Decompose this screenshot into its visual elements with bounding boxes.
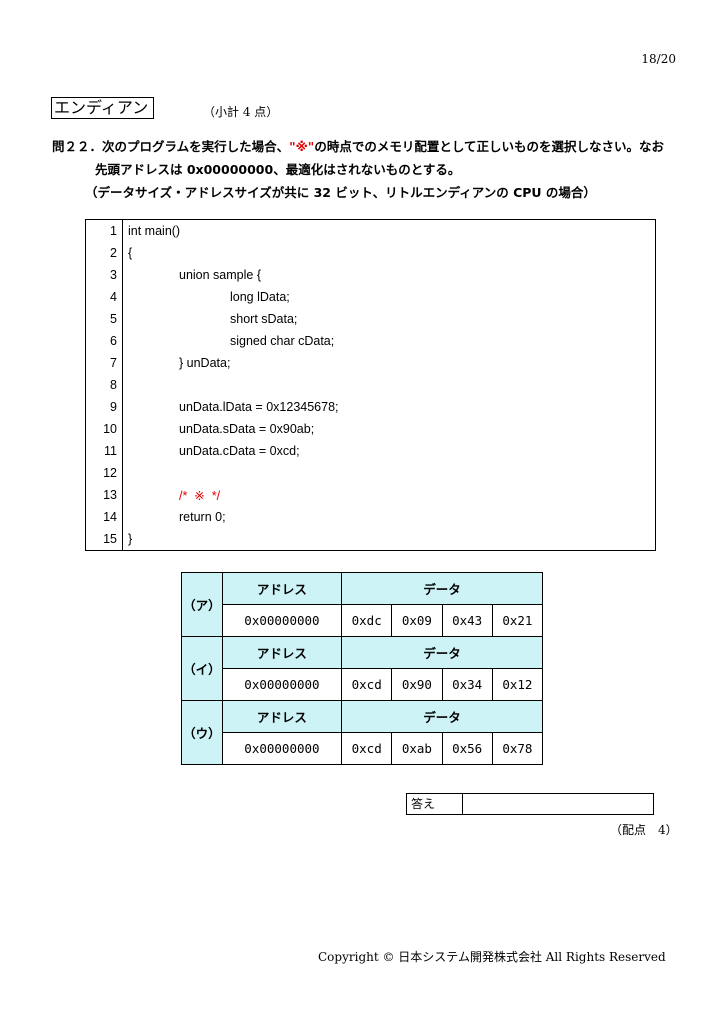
code-text: } bbox=[128, 532, 133, 546]
code-line: 2{ bbox=[85, 242, 656, 264]
line-number: 10 bbox=[85, 418, 123, 440]
line-number: 3 bbox=[85, 264, 123, 286]
option-byte: 0xab bbox=[391, 732, 443, 765]
line-number: 12 bbox=[85, 462, 123, 484]
code-line: 6 signed char cData; bbox=[85, 330, 656, 352]
option-label-i: （イ） bbox=[181, 636, 223, 701]
copyright: Copyright © 日本システム開発株式会社 All Rights Rese… bbox=[318, 950, 666, 964]
address-header: アドレス bbox=[221, 700, 343, 733]
option-label-a: （ア） bbox=[181, 572, 223, 637]
option-byte: 0x78 bbox=[491, 732, 544, 765]
line-number: 15 bbox=[85, 528, 123, 551]
code-line: 10 unData.sData = 0x90ab; bbox=[85, 418, 656, 440]
option-byte: 0x09 bbox=[391, 604, 443, 637]
subtotal: （小計 4 点） bbox=[203, 105, 279, 119]
line-number: 13 bbox=[85, 484, 123, 506]
page-number: 18/20 bbox=[641, 52, 676, 66]
answer-field[interactable] bbox=[463, 794, 653, 814]
answer-box: 答え bbox=[406, 793, 654, 815]
code-comment-mark: /* ※ */ bbox=[179, 488, 221, 503]
points: （配点 4） bbox=[610, 823, 678, 837]
code-text: long lData; bbox=[230, 290, 290, 304]
address-header: アドレス bbox=[221, 572, 343, 605]
code-text: signed char cData; bbox=[230, 334, 335, 348]
address-header: アドレス bbox=[221, 636, 343, 669]
question-line-1: 問２２．次のプログラムを実行した場合、"※"の時点でのメモリ配置として正しいもの… bbox=[52, 136, 664, 155]
data-header: データ bbox=[341, 572, 543, 605]
option-byte: 0xcd bbox=[341, 668, 393, 701]
code-text: } unData; bbox=[179, 356, 231, 370]
line-number: 4 bbox=[85, 286, 123, 308]
option-byte: 0x90 bbox=[391, 668, 443, 701]
options-table: （ア） アドレス データ 0x00000000 0xdc 0x09 0x43 0… bbox=[181, 572, 544, 765]
code-line: 3 union sample { bbox=[85, 264, 656, 286]
question-mark: "※" bbox=[289, 139, 315, 154]
code-text: unData.lData = 0x12345678; bbox=[179, 400, 339, 414]
code-line: 14 return 0; bbox=[85, 506, 656, 528]
option-address: 0x00000000 bbox=[221, 604, 343, 637]
option-byte: 0x12 bbox=[491, 668, 544, 701]
code-text: union sample { bbox=[179, 268, 262, 282]
line-number: 7 bbox=[85, 352, 123, 374]
code-line: 11 unData.cData = 0xcd; bbox=[85, 440, 656, 462]
code-line: 9 unData.lData = 0x12345678; bbox=[85, 396, 656, 418]
question-line-2: 先頭アドレスは 0x00000000、最適化はされないものとする。 bbox=[95, 162, 461, 177]
option-byte: 0x56 bbox=[441, 732, 493, 765]
line-number: 5 bbox=[85, 308, 123, 330]
line-number: 14 bbox=[85, 506, 123, 528]
line-number: 1 bbox=[85, 219, 123, 242]
option-byte: 0x34 bbox=[441, 668, 493, 701]
code-line: 7 } unData; bbox=[85, 352, 656, 374]
data-header: データ bbox=[341, 700, 543, 733]
answer-label: 答え bbox=[407, 794, 463, 814]
code-text: unData.cData = 0xcd; bbox=[179, 444, 300, 458]
code-line: 12 bbox=[85, 462, 656, 484]
question-line-3: （データサイズ・アドレスサイズが共に 32 ビット、リトルエンディアンの CPU… bbox=[85, 185, 596, 200]
code-line: 15} bbox=[85, 528, 656, 551]
option-label-u: （ウ） bbox=[181, 700, 223, 765]
code-text: return 0; bbox=[179, 510, 226, 524]
section-title: エンディアン bbox=[51, 97, 154, 119]
option-address: 0x00000000 bbox=[221, 732, 343, 765]
code-text: short sData; bbox=[230, 312, 298, 326]
option-byte: 0xcd bbox=[341, 732, 393, 765]
line-number: 6 bbox=[85, 330, 123, 352]
question-text-b: の時点でのメモリ配置として正しいものを選択しなさい。なお bbox=[314, 139, 664, 154]
code-line: 8 bbox=[85, 374, 656, 396]
code-line: 1 int main() bbox=[85, 219, 656, 242]
code-text: unData.sData = 0x90ab; bbox=[179, 422, 315, 436]
code-text: int main() bbox=[128, 224, 181, 238]
line-number: 9 bbox=[85, 396, 123, 418]
option-byte: 0xdc bbox=[341, 604, 393, 637]
question-text-a: 問２２．次のプログラムを実行した場合、 bbox=[52, 139, 290, 154]
code-line: 4 long lData; bbox=[85, 286, 656, 308]
line-number: 8 bbox=[85, 374, 123, 396]
option-byte: 0x21 bbox=[491, 604, 544, 637]
option-byte: 0x43 bbox=[441, 604, 493, 637]
line-number: 11 bbox=[85, 440, 123, 462]
data-header: データ bbox=[341, 636, 543, 669]
code-line: 5 short sData; bbox=[85, 308, 656, 330]
line-number: 2 bbox=[85, 242, 123, 264]
option-address: 0x00000000 bbox=[221, 668, 343, 701]
code-text: { bbox=[128, 246, 133, 260]
code-line: 13 /* ※ */ bbox=[85, 484, 656, 506]
